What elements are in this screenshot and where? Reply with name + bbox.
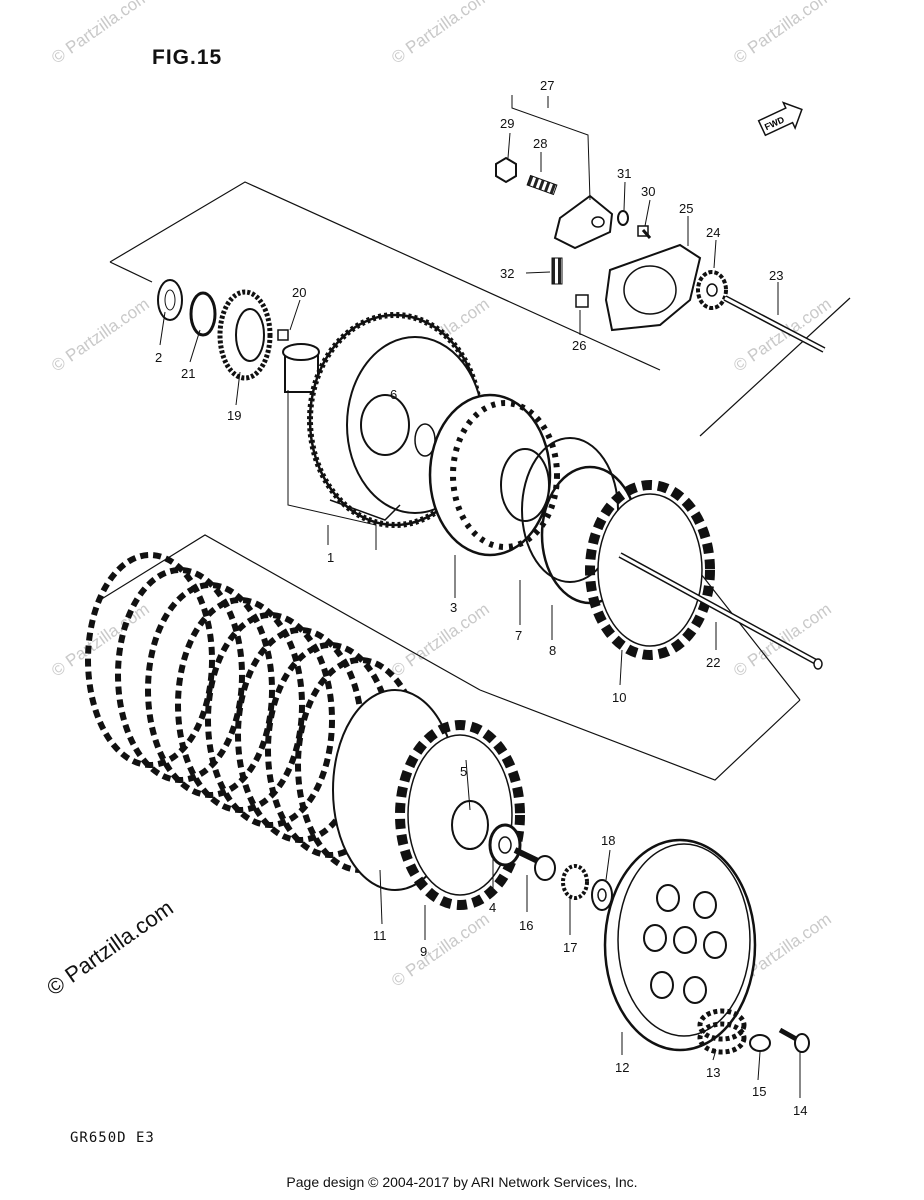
- part-label-32: 32: [500, 266, 514, 281]
- part-label-30: 30: [641, 184, 655, 199]
- part-label-22: 22: [706, 655, 720, 670]
- part-15-washer: [749, 1034, 771, 1052]
- part-label-27: 27: [540, 78, 554, 93]
- part-label-1: 1: [327, 550, 334, 565]
- part-label-18: 18: [601, 833, 615, 848]
- forward-arrow-icon: FWD: [757, 101, 803, 137]
- part-26-screw: [575, 294, 589, 308]
- part-label-16: 16: [519, 918, 533, 933]
- figure-title: FIG.15: [152, 46, 223, 69]
- part-label-17: 17: [563, 940, 577, 955]
- part-label-20: 20: [292, 285, 306, 300]
- part-label-9: 9: [420, 944, 427, 959]
- part-label-12: 12: [615, 1060, 629, 1075]
- part-label-4: 4: [489, 900, 496, 915]
- part-label-23: 23: [769, 268, 783, 283]
- part-21-circlip: [189, 291, 217, 337]
- part-3-clutch-hub: [428, 393, 560, 557]
- part-23-push-rod: [723, 295, 826, 353]
- part-label-10: 10: [612, 690, 626, 705]
- part-label-21: 21: [181, 366, 195, 381]
- part-label-24: 24: [706, 225, 720, 240]
- part-12-pressure-plate: [603, 838, 757, 1052]
- part-label-8: 8: [549, 643, 556, 658]
- part-label-26: 26: [572, 338, 586, 353]
- part-label-11: 11: [373, 928, 387, 943]
- part-9-friction-plate: [395, 720, 525, 910]
- model-code: GR650D E3: [70, 1130, 155, 1146]
- part-29-nut: [495, 156, 517, 184]
- part-24-bearing: [696, 270, 728, 310]
- part-label-28: 28: [533, 136, 547, 151]
- part-14-bolt: [778, 1027, 810, 1053]
- part-25-gasket: [604, 243, 702, 332]
- part-label-6: 6: [390, 387, 397, 402]
- part-2-washer: [157, 279, 183, 321]
- part-13-spring: [697, 1008, 747, 1055]
- part-32-spring: [551, 257, 563, 285]
- part-label-25: 25: [679, 201, 693, 216]
- part-22-push-rod: [618, 552, 823, 670]
- part-label-5: 5: [460, 764, 467, 779]
- part-label-13: 13: [706, 1065, 720, 1080]
- part-17-bearing: [561, 864, 589, 900]
- part-28-screw: [526, 174, 558, 196]
- part-16-bolt: [513, 847, 556, 881]
- part-19-gear: [217, 289, 273, 381]
- part-label-19: 19: [227, 408, 241, 423]
- part-20-pin: [277, 329, 289, 341]
- part-label-31: 31: [617, 166, 631, 181]
- part-label-3: 3: [450, 600, 457, 615]
- part-label-29: 29: [500, 116, 514, 131]
- part-4-nut: [488, 823, 522, 867]
- part-27-lever: [553, 194, 614, 250]
- part-label-2: 2: [155, 350, 162, 365]
- part-label-7: 7: [515, 628, 522, 643]
- part-30-bolt: [637, 225, 652, 239]
- page-footer: Page design © 2004-2017 by ARI Network S…: [286, 1174, 638, 1190]
- part-bushing: [282, 343, 320, 393]
- part-18-washer: [591, 879, 613, 911]
- part-31-washer: [617, 210, 629, 226]
- part-label-14: 14: [793, 1103, 807, 1118]
- part-label-15: 15: [752, 1084, 766, 1099]
